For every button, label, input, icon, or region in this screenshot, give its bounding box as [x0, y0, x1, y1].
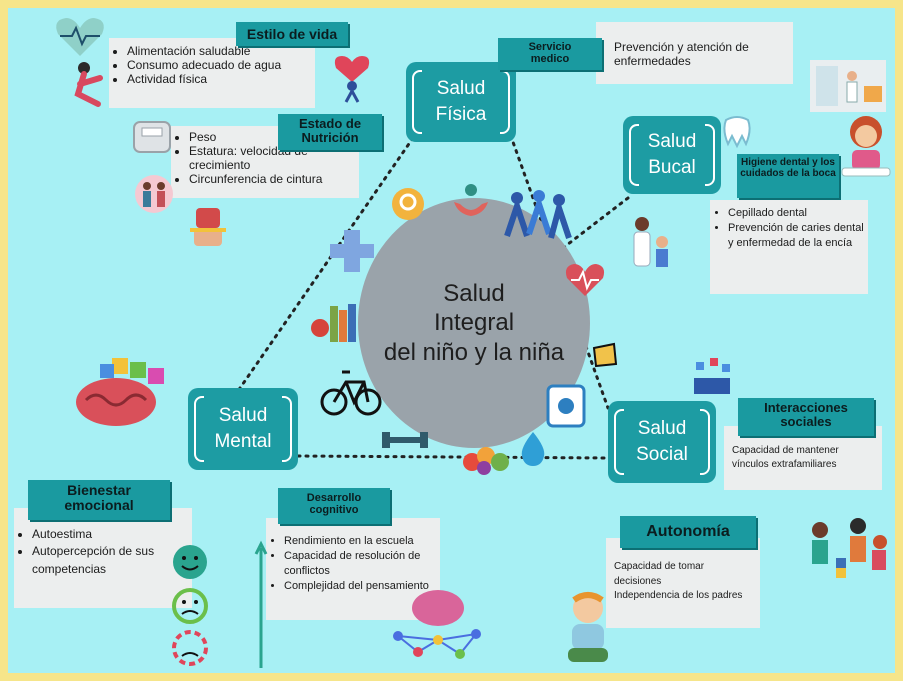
fruit-vegetables-icon	[463, 447, 509, 475]
heart-monitor-icon	[56, 18, 104, 56]
head-gears-icon	[392, 188, 424, 220]
dentist-icon	[633, 217, 668, 267]
diagram-canvas: Salud Integral del niño y la niña	[8, 8, 895, 673]
nutricion-title-1: Estado de	[298, 116, 362, 131]
center-line-2: Integral	[433, 309, 515, 337]
nutricion-item: Peso	[189, 130, 359, 144]
scale-arrow-icon	[254, 540, 268, 668]
family-icon	[135, 175, 173, 213]
estilo-item: Consumo adecuado de agua	[127, 58, 315, 72]
hub-salud-social: Salud Social	[608, 401, 716, 483]
servicio-box: Prevención y atención de enfermedades	[596, 22, 793, 84]
bienestar-title-1: Bienestar	[67, 482, 131, 498]
bienestar-title: Bienestar emocional	[28, 480, 170, 520]
cognitivo-title-2: cognitivo	[309, 504, 359, 517]
interacciones-text: Capacidad de mantener vínculos extrafami…	[732, 445, 839, 470]
hub-social-line-1: Salud	[637, 418, 687, 440]
hub-bucal-line-1: Salud	[647, 131, 697, 153]
yoga-person-icon	[74, 62, 103, 107]
cognitivo-box: Rendimiento en la escuela Capacidad de r…	[266, 518, 440, 620]
hub-social-line-2: Social	[636, 444, 688, 465]
interacciones-box: Capacidad de mantener vínculos extrafami…	[724, 426, 882, 490]
scale-tablet-icon	[546, 384, 586, 428]
higiene-item: Cepillado dental	[728, 206, 868, 221]
tooth-icon	[723, 116, 751, 149]
nutricion-title: Estado de Nutrición	[278, 114, 382, 150]
water-drop-icon	[521, 432, 545, 466]
center-line-1: Salud	[443, 280, 505, 308]
cognitivo-item: Rendimiento en la escuela	[284, 534, 440, 549]
connector-lines	[236, 126, 630, 460]
hub-salud-bucal: Salud Bucal	[623, 116, 721, 194]
scale-icon	[133, 121, 171, 153]
interacciones-title: Interacciones sociales	[738, 398, 874, 436]
center-line-3: del niño y la niña	[383, 338, 565, 366]
interacciones-title-2: sociales	[780, 414, 832, 430]
waist-measure-icon	[190, 208, 226, 246]
servicio-title: Servicio medico	[498, 38, 602, 70]
estilo-item: Actividad física	[127, 72, 315, 86]
dumbbell-icon	[382, 432, 428, 448]
kids-playing-icon	[812, 518, 887, 578]
interacciones-title-1: Interacciones	[764, 400, 848, 415]
estilo-item: Alimentación saludable	[127, 44, 315, 58]
bicycle-icon	[320, 370, 382, 416]
hub-bucal-line-2: Bucal	[648, 157, 696, 178]
servicio-item: Prevención y atención de enfermedades	[614, 40, 793, 68]
bienestar-item: Autoestima	[32, 526, 192, 543]
autonomia-title: Autonomía	[620, 516, 756, 548]
hands-care-icon	[454, 184, 488, 216]
estilo-vida-box: Alimentación saludable Consumo adecuado …	[109, 38, 315, 108]
people-circle-icon	[504, 190, 572, 239]
sad-face-icon	[172, 588, 208, 624]
cognitivo-item: Capacidad de resolución de conflictos	[284, 549, 440, 579]
toddler-toy-icon	[568, 592, 608, 662]
medical-cross-icon	[330, 230, 374, 272]
cognitivo-title: Desarrollo cognitivo	[278, 488, 390, 524]
hub-mental-line-1: Salud	[218, 405, 268, 427]
cognitivo-title-1: Desarrollo	[306, 492, 362, 504]
brushing-girl-icon	[841, 116, 891, 177]
hub-mental-line-2: Mental	[214, 431, 272, 452]
books-apple-icon	[311, 304, 356, 342]
bienestar-item: Autopercepción de sus competencias	[32, 543, 192, 578]
heart-pulse-icon	[565, 264, 605, 296]
hub-fisica-line-1: Salud	[436, 78, 486, 100]
higiene-item: Prevención de caries dental y enfermedad…	[728, 221, 868, 251]
estilo-vida-title: Estilo de vida	[236, 22, 348, 46]
ruler-icon	[592, 342, 618, 368]
bienestar-title-2: emocional	[64, 497, 134, 514]
puzzle-brain-icon	[76, 358, 164, 426]
servicio-title-1: Servicio	[528, 41, 572, 53]
brain-network-icon	[393, 590, 481, 659]
bienestar-box: Autoestima Autopercepción de sus compete…	[14, 508, 192, 608]
nutricion-item: Circunferencia de cintura	[189, 172, 359, 186]
hub-fisica-line-2: Física	[435, 104, 487, 125]
nutricion-title-2: Nutrición	[301, 130, 359, 146]
servicio-title-2: medico	[530, 53, 570, 66]
autonomia-box: Capacidad de tomar decisiones Independen…	[606, 538, 760, 628]
smile-face-icon	[173, 545, 207, 579]
heart-dumbbell-icon	[334, 56, 370, 103]
cognitivo-item: Complejidad del pensamiento	[284, 579, 440, 594]
higiene-box: Cepillado dental Prevención de caries de…	[710, 200, 868, 294]
hub-salud-fisica: Salud Física	[406, 62, 516, 142]
hub-salud-mental: Salud Mental	[188, 388, 298, 470]
autonomia-line-1: Capacidad de tomar decisiones	[614, 561, 705, 587]
autonomia-line-2: Independencia de los padres	[614, 590, 743, 601]
social-network-icon	[694, 358, 730, 394]
doctor-clinic-icon	[810, 60, 886, 112]
higiene-title: Higiene dental y los cuidados de la boca	[737, 154, 839, 198]
angry-face-icon	[172, 630, 208, 666]
